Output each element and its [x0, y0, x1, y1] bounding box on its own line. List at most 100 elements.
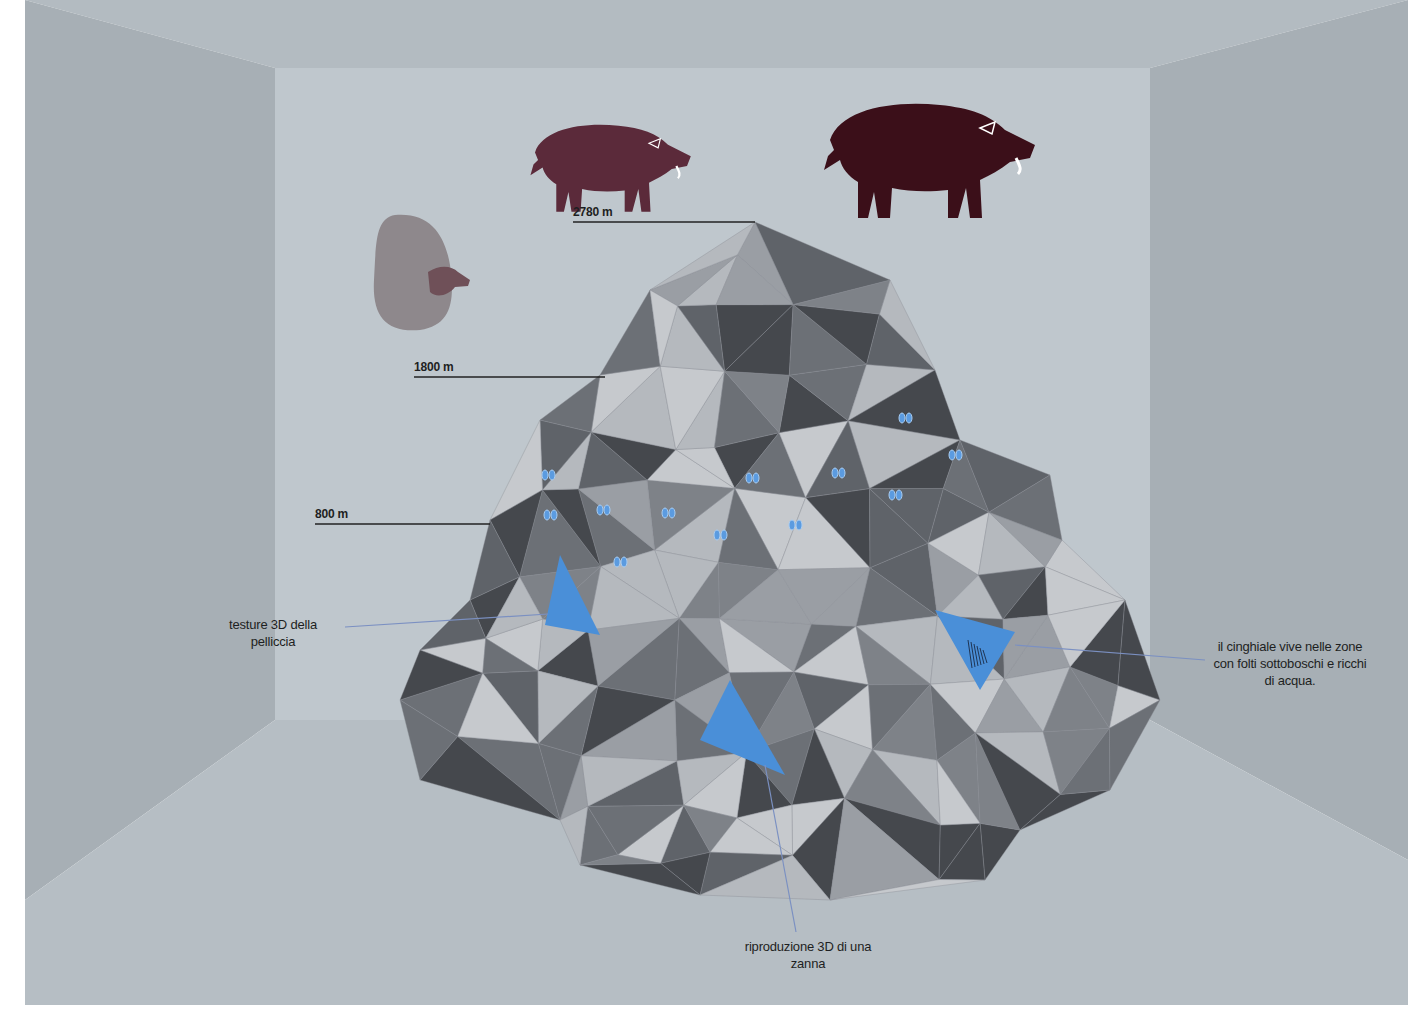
- room: [25, 0, 1408, 1005]
- boar-tusk: [676, 166, 679, 178]
- mountain-facet: [677, 305, 724, 372]
- highlight-facet: [545, 555, 600, 635]
- altitude-line: [315, 523, 490, 525]
- hoof-print: [753, 473, 759, 483]
- hoof-print: [789, 520, 795, 530]
- floor: [25, 720, 1408, 1005]
- young-boar: [530, 125, 690, 212]
- label-holder: 1800 m: [414, 359, 494, 376]
- mountain-facet: [725, 305, 794, 376]
- footprint: [949, 450, 962, 460]
- hoof-print: [542, 470, 548, 480]
- mountain-facet: [879, 280, 935, 370]
- mountain-facet: [1020, 790, 1110, 830]
- altitude-line: [414, 376, 605, 378]
- highlight-facet: [935, 610, 1015, 690]
- leader-line: [765, 765, 796, 932]
- mountain-facet: [848, 370, 960, 440]
- hoof-print: [746, 473, 752, 483]
- mountain-facet: [1043, 728, 1109, 794]
- back-wall: [275, 68, 1150, 720]
- footprint: [597, 505, 610, 515]
- lines: [315, 222, 1205, 932]
- mountain-facet: [792, 729, 845, 805]
- footprint: [899, 413, 912, 423]
- hoof-print: [839, 468, 845, 478]
- mountain-facet: [591, 366, 660, 432]
- boar-ear: [649, 139, 660, 148]
- mountain-facet: [458, 673, 539, 743]
- label-holder: il cinghiale vive nelle zone con folti s…: [1210, 638, 1370, 689]
- mountain-facet: [660, 366, 724, 449]
- hoof-print: [621, 557, 627, 567]
- hoof-print: [896, 490, 902, 500]
- adult-boar: [824, 104, 1035, 218]
- mountain-facet: [1109, 700, 1160, 790]
- mountain-facet: [806, 489, 870, 568]
- mountain-facet: [870, 488, 944, 543]
- mountain-facet: [939, 823, 985, 880]
- hoof-print: [549, 470, 555, 480]
- altitude-label: 1800 m: [414, 359, 494, 376]
- leader-line: [1015, 645, 1205, 660]
- mountain-facet: [830, 880, 985, 900]
- right-wall: [1150, 0, 1408, 860]
- hoof-print: [721, 530, 727, 540]
- mountain-facet: [676, 447, 735, 488]
- mountain-facet: [400, 700, 458, 780]
- altitude-line: [573, 221, 755, 223]
- footprint: [662, 508, 675, 518]
- mountain-facet: [719, 619, 793, 673]
- hoof-print: [662, 508, 668, 518]
- mountain-facet: [580, 863, 700, 895]
- boar-body: [824, 104, 1035, 218]
- callout-label: testure 3D della pelliccia: [218, 616, 328, 650]
- leader-line: [345, 614, 548, 627]
- mountain-facet: [725, 371, 790, 432]
- facet-mark: [983, 650, 987, 663]
- mountain-facet: [872, 684, 936, 760]
- hoof-print: [551, 510, 557, 520]
- mountain-facet: [647, 480, 735, 550]
- label-holder: riproduzione 3D di una zanna: [743, 938, 873, 972]
- footprint: [889, 490, 902, 500]
- mountain-facet: [755, 222, 890, 305]
- hoof-print: [714, 530, 720, 540]
- hoof-print: [832, 468, 838, 478]
- hoof-print: [544, 510, 550, 520]
- mountain-facet: [856, 616, 937, 684]
- mountain-facet: [1048, 600, 1125, 667]
- mountain-facet: [588, 805, 684, 854]
- hoof-print: [949, 450, 955, 460]
- altitude-label: 800 m: [315, 506, 395, 523]
- footprint: [614, 557, 627, 567]
- mountain-facet: [600, 290, 660, 375]
- callout-label: il cinghiale vive nelle zone con folti s…: [1210, 638, 1370, 689]
- hoof-print: [906, 413, 912, 423]
- hoof-print: [604, 505, 610, 515]
- label-holder: 2780 m: [573, 204, 653, 221]
- mountain-facet: [540, 375, 600, 432]
- hoof-print: [614, 557, 620, 567]
- label-holder: testure 3D della pelliccia: [218, 616, 328, 650]
- footprint: [544, 510, 557, 520]
- mountain-facet: [793, 305, 879, 365]
- mountain-facet: [989, 475, 1062, 540]
- mountain-facet: [806, 421, 870, 498]
- boar-tusk: [1016, 158, 1020, 174]
- hoof-print: [597, 505, 603, 515]
- mountain-facet: [580, 855, 661, 865]
- mountain-facet: [1043, 667, 1109, 732]
- mountain-facet: [700, 855, 830, 900]
- label-holder: 800 m: [315, 506, 395, 523]
- hoof-print: [899, 413, 905, 423]
- footprint: [714, 530, 727, 540]
- footprint: [746, 473, 759, 483]
- highlight-facet: [700, 680, 785, 775]
- mountain-facet: [483, 638, 538, 673]
- mountain-facet: [856, 626, 930, 684]
- altitude-label: 2780 m: [573, 204, 653, 221]
- mountain-facet: [1003, 567, 1048, 619]
- mountain-facet: [538, 671, 598, 744]
